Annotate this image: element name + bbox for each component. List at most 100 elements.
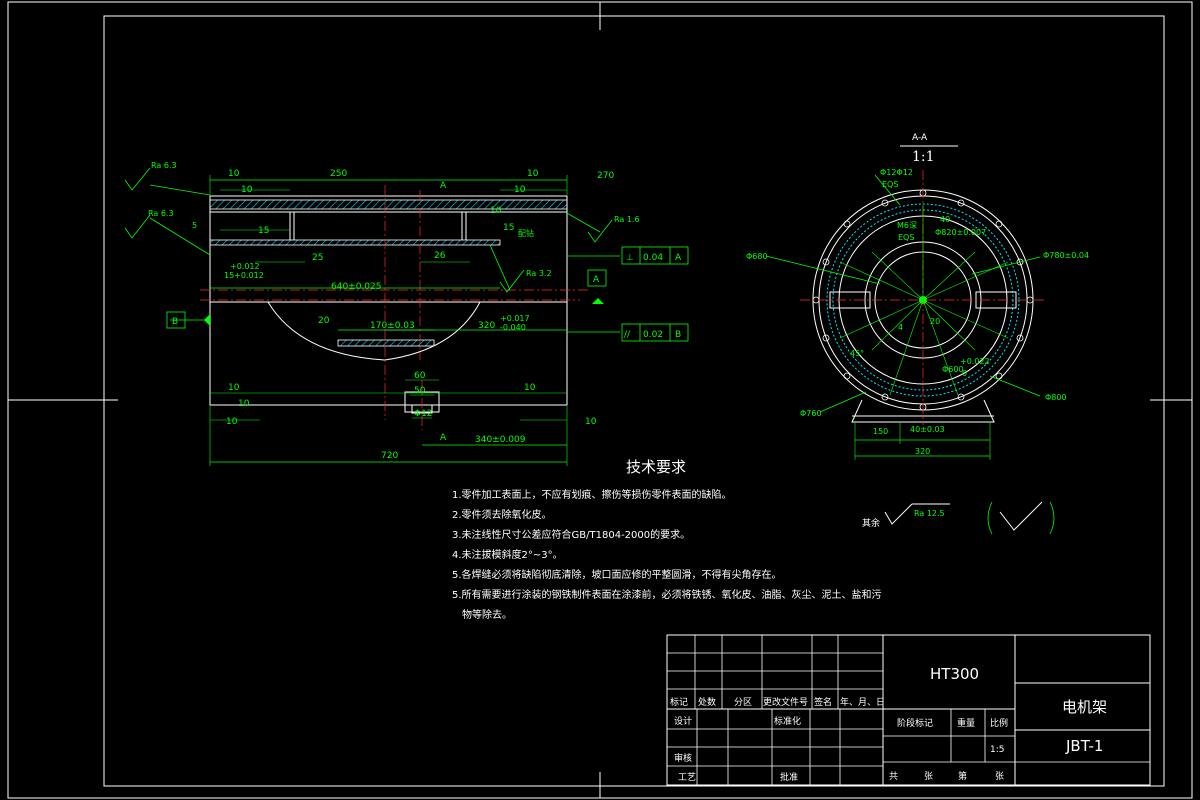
svg-text:第: 第 <box>958 770 967 782</box>
tolerance-frame-perpendicularity: ⊥ 0.04 A <box>621 246 689 265</box>
svg-text:50: 50 <box>414 386 426 396</box>
svg-text:640±0.025: 640±0.025 <box>331 282 381 292</box>
svg-text:20: 20 <box>318 316 330 326</box>
svg-text:批准: 批准 <box>780 771 798 783</box>
svg-text:40±0.03: 40±0.03 <box>910 425 945 434</box>
svg-text:26: 26 <box>434 251 446 261</box>
svg-text:Φ600: Φ600 <box>942 365 964 374</box>
svg-text:B: B <box>675 330 681 340</box>
svg-text:4: 4 <box>898 323 903 332</box>
svg-text:Ra 1.6: Ra 1.6 <box>614 215 640 224</box>
svg-text:+0.022: +0.022 <box>960 357 990 366</box>
svg-text:审核: 审核 <box>674 752 692 764</box>
svg-text:0.02: 0.02 <box>643 330 663 340</box>
svg-text:A: A <box>440 181 447 191</box>
svg-text:Ra 12.5: Ra 12.5 <box>914 509 945 518</box>
svg-text:25: 25 <box>312 253 323 263</box>
svg-text:270: 270 <box>597 171 614 181</box>
sheet-border <box>7 1 1193 799</box>
section-aa-dimensions: Φ12Φ12 EQS M6深 EQS 40 Φ820±0.007 Φ680 Φ7… <box>746 168 1089 456</box>
svg-text:Φ12Φ12: Φ12Φ12 <box>880 168 913 177</box>
svg-text:年、月、日: 年、月、日 <box>840 696 885 708</box>
svg-text:A: A <box>593 275 600 285</box>
svg-text:320: 320 <box>915 447 930 456</box>
top-flange-hatch <box>209 199 568 210</box>
svg-text:10: 10 <box>228 383 240 393</box>
svg-text:M6深: M6深 <box>897 221 917 230</box>
roughness-default: 其余 Ra 12.5 <box>862 501 1055 535</box>
title-block: 标记 处数 分区 更改文件号 签名 年、月、日 设计 标准化 审核 工艺 批准 … <box>666 634 1151 786</box>
svg-text:Φ760: Φ760 <box>800 409 822 418</box>
svg-text:150: 150 <box>873 427 888 436</box>
svg-text:1:5: 1:5 <box>990 745 1004 755</box>
svg-text:+0.017: +0.017 <box>500 314 530 323</box>
svg-text:其余: 其余 <box>862 517 880 529</box>
svg-text:阶段标记: 阶段标记 <box>897 717 933 729</box>
svg-text:EQS: EQS <box>898 233 914 242</box>
svg-text:比例: 比例 <box>990 717 1008 729</box>
front-section-view <box>124 167 620 466</box>
svg-text:更改文件号: 更改文件号 <box>763 696 808 708</box>
svg-text:Ra 6.3: Ra 6.3 <box>151 161 177 170</box>
svg-text:3.未注线性尺寸公差应符合GB/T1804-2000的要求。: 3.未注线性尺寸公差应符合GB/T1804-2000的要求。 <box>452 528 690 541</box>
drawing-number: JBT-1 <box>1065 737 1103 755</box>
technical-requirements: 技术要求 1.零件加工表面上，不应有划痕、擦伤等损伤零件表面的缺陷。 2.零件须… <box>452 458 882 621</box>
svg-text:+0.012: +0.012 <box>230 262 260 271</box>
svg-text:15: 15 <box>503 223 514 233</box>
svg-text:处数: 处数 <box>698 696 716 708</box>
svg-text:45°: 45° <box>850 349 864 358</box>
svg-text://: // <box>624 330 631 340</box>
svg-text:250: 250 <box>330 169 347 179</box>
svg-text:共: 共 <box>889 771 898 782</box>
svg-text:⊥: ⊥ <box>626 253 634 263</box>
svg-text:B: B <box>172 317 178 327</box>
svg-text:4.未注拔模斜度2°~3°。: 4.未注拔模斜度2°~3°。 <box>452 548 563 561</box>
svg-text:标记: 标记 <box>670 696 688 708</box>
svg-text:物等除去。: 物等除去。 <box>462 608 512 621</box>
svg-text:5: 5 <box>192 221 197 230</box>
svg-text:A: A <box>675 253 682 263</box>
svg-text:1:1: 1:1 <box>912 149 935 165</box>
svg-text:10: 10 <box>514 185 526 195</box>
svg-text:EQS: EQS <box>882 180 898 189</box>
svg-text:340±0.009: 340±0.009 <box>475 435 526 445</box>
svg-text:张: 张 <box>995 771 1004 782</box>
svg-text:标准化: 标准化 <box>774 715 801 727</box>
svg-text:15+0.012: 15+0.012 <box>224 271 264 280</box>
svg-text:Ra 6.3: Ra 6.3 <box>148 209 174 218</box>
svg-text:张: 张 <box>924 771 933 782</box>
svg-text:2.零件须去除氧化皮。: 2.零件须去除氧化皮。 <box>452 508 552 521</box>
section-aa-view: A-A 1:1 <box>765 133 1046 460</box>
svg-text:0.04: 0.04 <box>643 253 663 263</box>
svg-text:40: 40 <box>940 215 950 224</box>
svg-text:320: 320 <box>478 321 495 331</box>
tolerance-frame-parallelism: // 0.02 B <box>621 323 689 342</box>
svg-text:工艺: 工艺 <box>678 772 696 783</box>
material: HT300 <box>930 665 979 683</box>
svg-text:10: 10 <box>585 417 597 427</box>
svg-text:Φ12: Φ12 <box>414 409 433 419</box>
svg-text:Φ800: Φ800 <box>1045 393 1067 402</box>
svg-text:Ra 3.2: Ra 3.2 <box>526 269 552 278</box>
part-name: 电机架 <box>1062 698 1107 716</box>
svg-text:分区: 分区 <box>734 697 752 708</box>
svg-text:15: 15 <box>258 226 269 236</box>
svg-text:签名: 签名 <box>814 696 832 708</box>
tech-title: 技术要求 <box>626 458 686 476</box>
svg-text:Φ820±0.007: Φ820±0.007 <box>935 228 986 237</box>
svg-text:10: 10 <box>524 383 536 393</box>
svg-text:Φ780±0.04: Φ780±0.04 <box>1043 251 1089 260</box>
svg-text:10: 10 <box>238 399 250 409</box>
svg-text:10: 10 <box>226 417 238 427</box>
svg-text:配钻: 配钻 <box>518 228 534 238</box>
svg-text:设计: 设计 <box>674 715 692 727</box>
svg-text:A: A <box>440 433 447 443</box>
svg-text:5.各焊缝必须将缺陷彻底清除，坡口面应修的平整圆滑，不得有尖: 5.各焊缝必须将缺陷彻底清除，坡口面应修的平整圆滑，不得有尖角存在。 <box>452 568 782 581</box>
svg-text:10: 10 <box>490 206 502 216</box>
svg-text:1.零件加工表面上，不应有划痕、擦伤等损伤零件表面的缺陷。: 1.零件加工表面上，不应有划痕、擦伤等损伤零件表面的缺陷。 <box>452 488 732 501</box>
svg-text:A-A: A-A <box>912 133 928 143</box>
svg-text:10: 10 <box>241 185 253 195</box>
svg-text:720: 720 <box>381 451 398 461</box>
svg-text:Φ680: Φ680 <box>746 252 768 261</box>
